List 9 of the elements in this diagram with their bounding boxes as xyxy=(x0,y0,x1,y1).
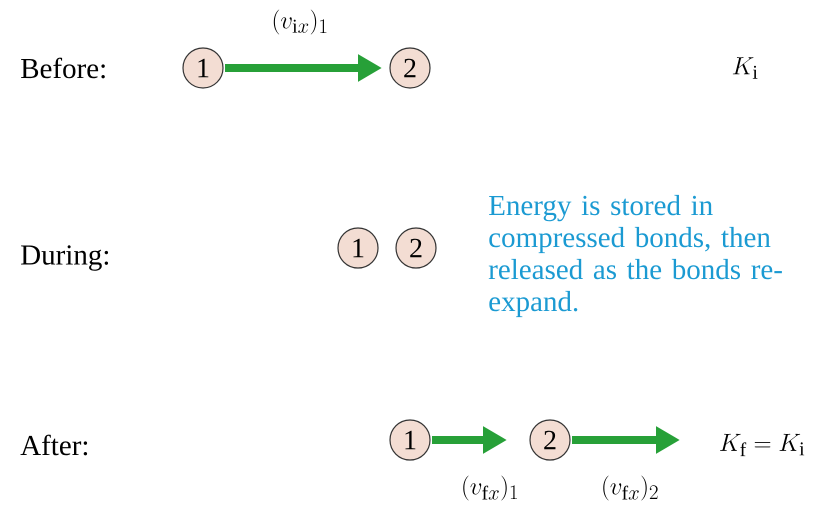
formula-label: $K_\mathrm{i}$ xyxy=(732,57,758,79)
formula-label: $(v_{\mathrm{f}x})_2$ xyxy=(603,476,658,500)
stage-label: During: xyxy=(21,245,108,271)
formula-label: $K_\mathrm{f} = K_\mathrm{i}$ xyxy=(720,434,804,456)
formula-label: $(v_{\mathrm{i}x})_1$ xyxy=(274,10,326,34)
formula-label: $(v_{\mathrm{f}x})_1$ xyxy=(463,476,517,500)
stage-label: Before: xyxy=(21,58,105,78)
stage-label: After: xyxy=(20,434,88,456)
note-text: Energy is stored in compressed bonds, then released as the bonds re-expand. xyxy=(488,194,782,318)
